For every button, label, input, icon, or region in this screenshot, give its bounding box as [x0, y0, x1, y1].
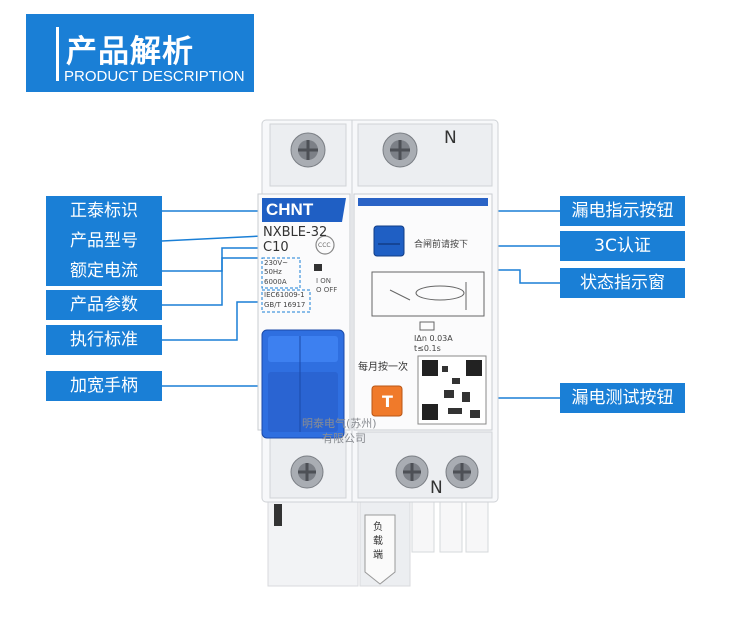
- device-model: NXBLE-32: [263, 225, 328, 240]
- label-model-number: 产品型号: [46, 226, 162, 256]
- load-label-3: 端: [373, 550, 383, 561]
- header-title: 产品解析: [66, 34, 194, 70]
- device-rating: C10: [263, 240, 289, 255]
- label-wide-handle: 加宽手柄: [46, 371, 162, 401]
- param-breaking-capacity: 6000A: [264, 278, 287, 286]
- status-window-shape: [314, 264, 322, 271]
- circuit-diagram: [371, 271, 485, 331]
- manufacturer-line1: 明泰电气(苏州): [302, 417, 377, 430]
- standard-gb: GB/T 16917: [264, 301, 306, 309]
- manufacturer-line2: 有限公司: [322, 432, 366, 445]
- load-label-2: 载: [373, 536, 383, 547]
- section-header: 产品解析 PRODUCT DESCRIPTION: [26, 14, 254, 92]
- leakage-indicator-shape: [373, 225, 405, 257]
- off-mark: O OFF: [316, 286, 338, 294]
- param-voltage: 230V~: [264, 259, 289, 267]
- brand-logo: CHNT: [266, 200, 314, 219]
- trip-time: t≤0.1s: [414, 344, 441, 353]
- label-status-window: 状态指示窗: [560, 268, 685, 298]
- standard-iec: IEC61009-1: [264, 291, 305, 299]
- header-subtitle: PRODUCT DESCRIPTION: [64, 68, 245, 85]
- neutral-mark-bottom: N: [430, 478, 443, 498]
- header-divider: [56, 27, 59, 81]
- load-label-1: 负: [373, 522, 383, 533]
- terminal-screws: [290, 132, 479, 489]
- neutral-mark-top: N: [444, 128, 457, 148]
- test-hint: 每月按一次: [358, 362, 408, 373]
- label-product-parameters: 产品参数: [46, 290, 162, 320]
- wide-handle-shape: [261, 329, 345, 439]
- leakage-test-shape: [371, 385, 403, 417]
- label-rated-current: 额定电流: [46, 256, 162, 286]
- qr-code: [417, 355, 487, 425]
- label-standard: 执行标准: [46, 325, 162, 355]
- leak-current: IΔn 0.03A: [414, 334, 453, 343]
- param-frequency: 50Hz: [264, 268, 282, 276]
- reset-hint: 合闸前请按下: [414, 240, 469, 250]
- label-leakage-test-button: 漏电测试按钮: [560, 383, 685, 413]
- label-leakage-indicator-button: 漏电指示按钮: [560, 196, 685, 226]
- label-brand-mark: 正泰标识: [46, 196, 162, 226]
- label-ccc-certification: 3C认证: [560, 231, 685, 261]
- ccc-mark: CCC: [318, 242, 331, 249]
- test-key: T: [382, 392, 393, 411]
- on-mark: I ON: [316, 277, 332, 285]
